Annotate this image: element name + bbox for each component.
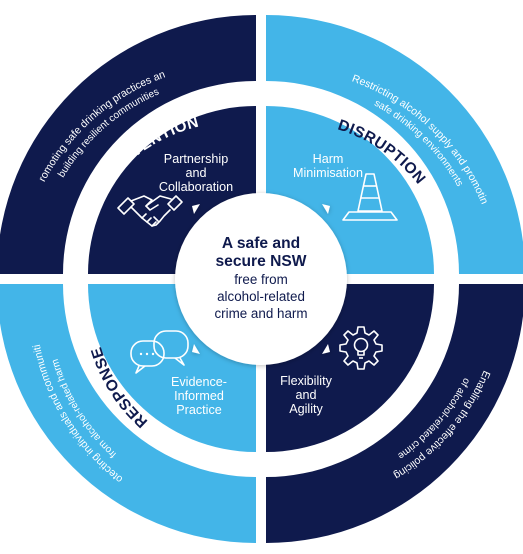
disruption-inner-line-1: Harm xyxy=(313,152,344,166)
center-line-1: A safe and xyxy=(222,235,300,252)
prevention-inner-line-1: Partnership xyxy=(164,152,228,166)
capability-inner-line-3: Agility xyxy=(289,402,323,416)
response-inner-line-3: Practice xyxy=(176,403,222,417)
capability-inner-line-2: and xyxy=(295,388,316,402)
capability-inner-line-1: Flexibility xyxy=(280,374,332,388)
capability-outer-segment xyxy=(266,284,523,543)
response-inner-line-2: Informed xyxy=(174,389,224,403)
disruption-outer-segment xyxy=(266,15,523,274)
handshake-icon xyxy=(117,195,183,227)
speech-bubbles-icon xyxy=(130,330,189,374)
prevention-outer-segment xyxy=(0,15,256,274)
center-line-2: secure NSW xyxy=(216,253,307,270)
traffic-cone-icon xyxy=(342,173,398,221)
center-line-5: crime and harm xyxy=(214,306,307,321)
gear-lightbulb-icon xyxy=(339,326,383,370)
response-inner-line-1: Evidence- xyxy=(171,375,227,389)
response-outer-segment xyxy=(0,284,256,543)
prevention-inner-line-3: Collaboration xyxy=(159,180,233,194)
center-line-4: alcohol-related xyxy=(217,289,305,304)
center-line-3: free from xyxy=(234,272,288,287)
disruption-inner-line-2: Minimisation xyxy=(293,166,363,180)
center-hub xyxy=(175,193,347,365)
prevention-inner-line-2: and xyxy=(185,166,206,180)
